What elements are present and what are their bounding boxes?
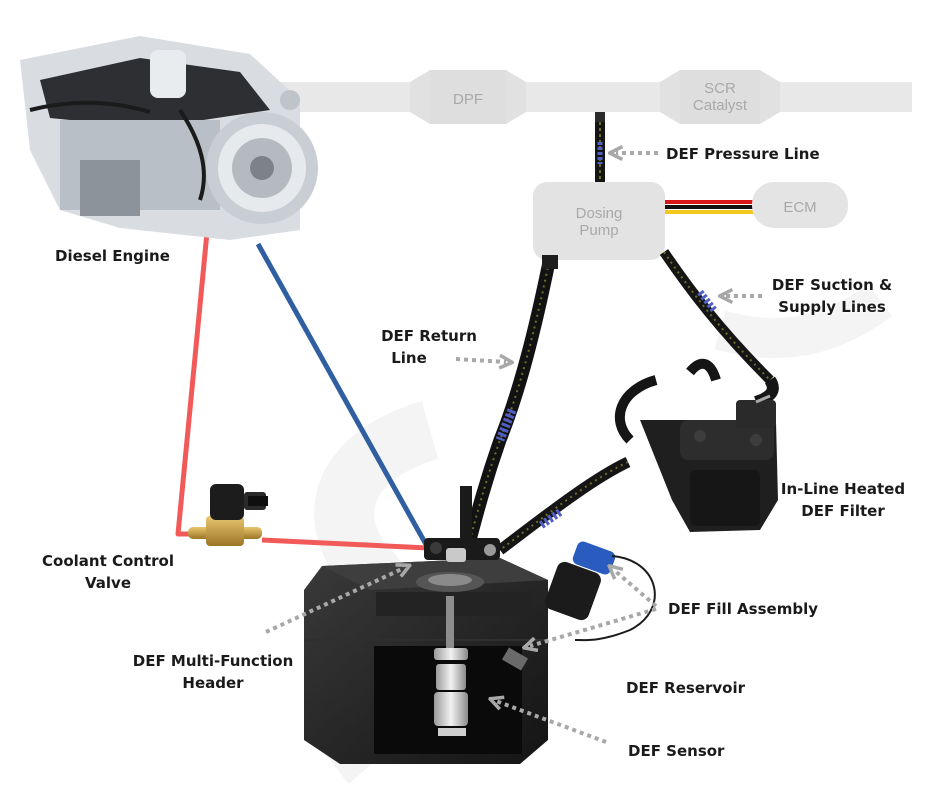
arrow-multi-header [265,568,404,634]
dpf-housing: DPF [410,70,526,124]
arrow-return-line [455,359,506,362]
diesel-engine-label: Diesel Engine [55,247,170,265]
inline-filter-label: In-Line Heated DEF Filter [778,478,908,522]
coolant-valve-label-line1: Coolant Control [42,552,174,570]
dpf-label: DPF [453,91,483,108]
coolant-supply-line [175,221,211,537]
scr-catalyst-housing: SCR Catalyst [660,70,780,124]
def-return-line-label-line2: Line [391,349,427,367]
ecm-label: ECM [783,199,816,216]
multi-header-label-line2: Header [182,674,244,692]
def-reservoir-icon [304,558,548,764]
coolant-valve-label: Coolant Control Valve [34,550,182,594]
dosing-pump: Dosing Pump [533,182,665,260]
coolant-valve-icon [188,484,268,546]
def-suction-supply-lines [496,249,779,555]
def-fill-label: DEF Fill Assembly [668,600,818,618]
def-suction-lines-label-line2: Supply Lines [778,298,886,316]
multi-header-label-line1: DEF Multi-Function [132,652,294,670]
diesel-engine-icon [20,36,318,240]
fill-cap-icon [501,541,656,671]
def-multi-function-header-icon [424,486,500,562]
dosing-pump-label-line1: Dosing [576,205,623,222]
def-suction-lines-label-line1: DEF Suction & [771,276,893,294]
def-sensor-icon [434,596,468,736]
scr-label-line1: SCR [704,80,736,97]
callout-arrows [265,153,762,744]
coolant-valve-label-line2: Valve [84,574,131,592]
def-return-line [463,255,558,542]
arrow-fill-down [530,607,657,646]
def-reservoir-label: DEF Reservoir [626,679,746,697]
def-filter-icon [614,358,778,532]
def-suction-lines-label: DEF Suction & Supply Lines [770,274,894,318]
exhaust-system: DPF SCR Catalyst [280,70,912,124]
ecm-wiring [664,200,760,214]
coolant-return-line [255,242,431,550]
def-return-line-label-line1: DEF Return [381,327,477,345]
def-return-line-label: DEF Return Line [376,325,482,369]
ecm-module: ECM [752,182,848,228]
arrow-sensor [496,701,607,744]
inline-filter-label-line1: In-Line Heated [780,480,906,498]
def-pressure-line [595,112,605,186]
dosing-pump-label-line2: Pump [579,222,618,239]
inline-filter-label-line2: DEF Filter [801,502,885,520]
def-sensor-label: DEF Sensor [628,742,725,760]
arrow-fill-up [614,570,658,608]
coolant-valve-to-header-line [261,537,429,551]
def-pressure-line-label: DEF Pressure Line [666,145,820,163]
multi-header-label: DEF Multi-Function Header [128,650,298,694]
scr-label-line2: Catalyst [693,97,748,114]
